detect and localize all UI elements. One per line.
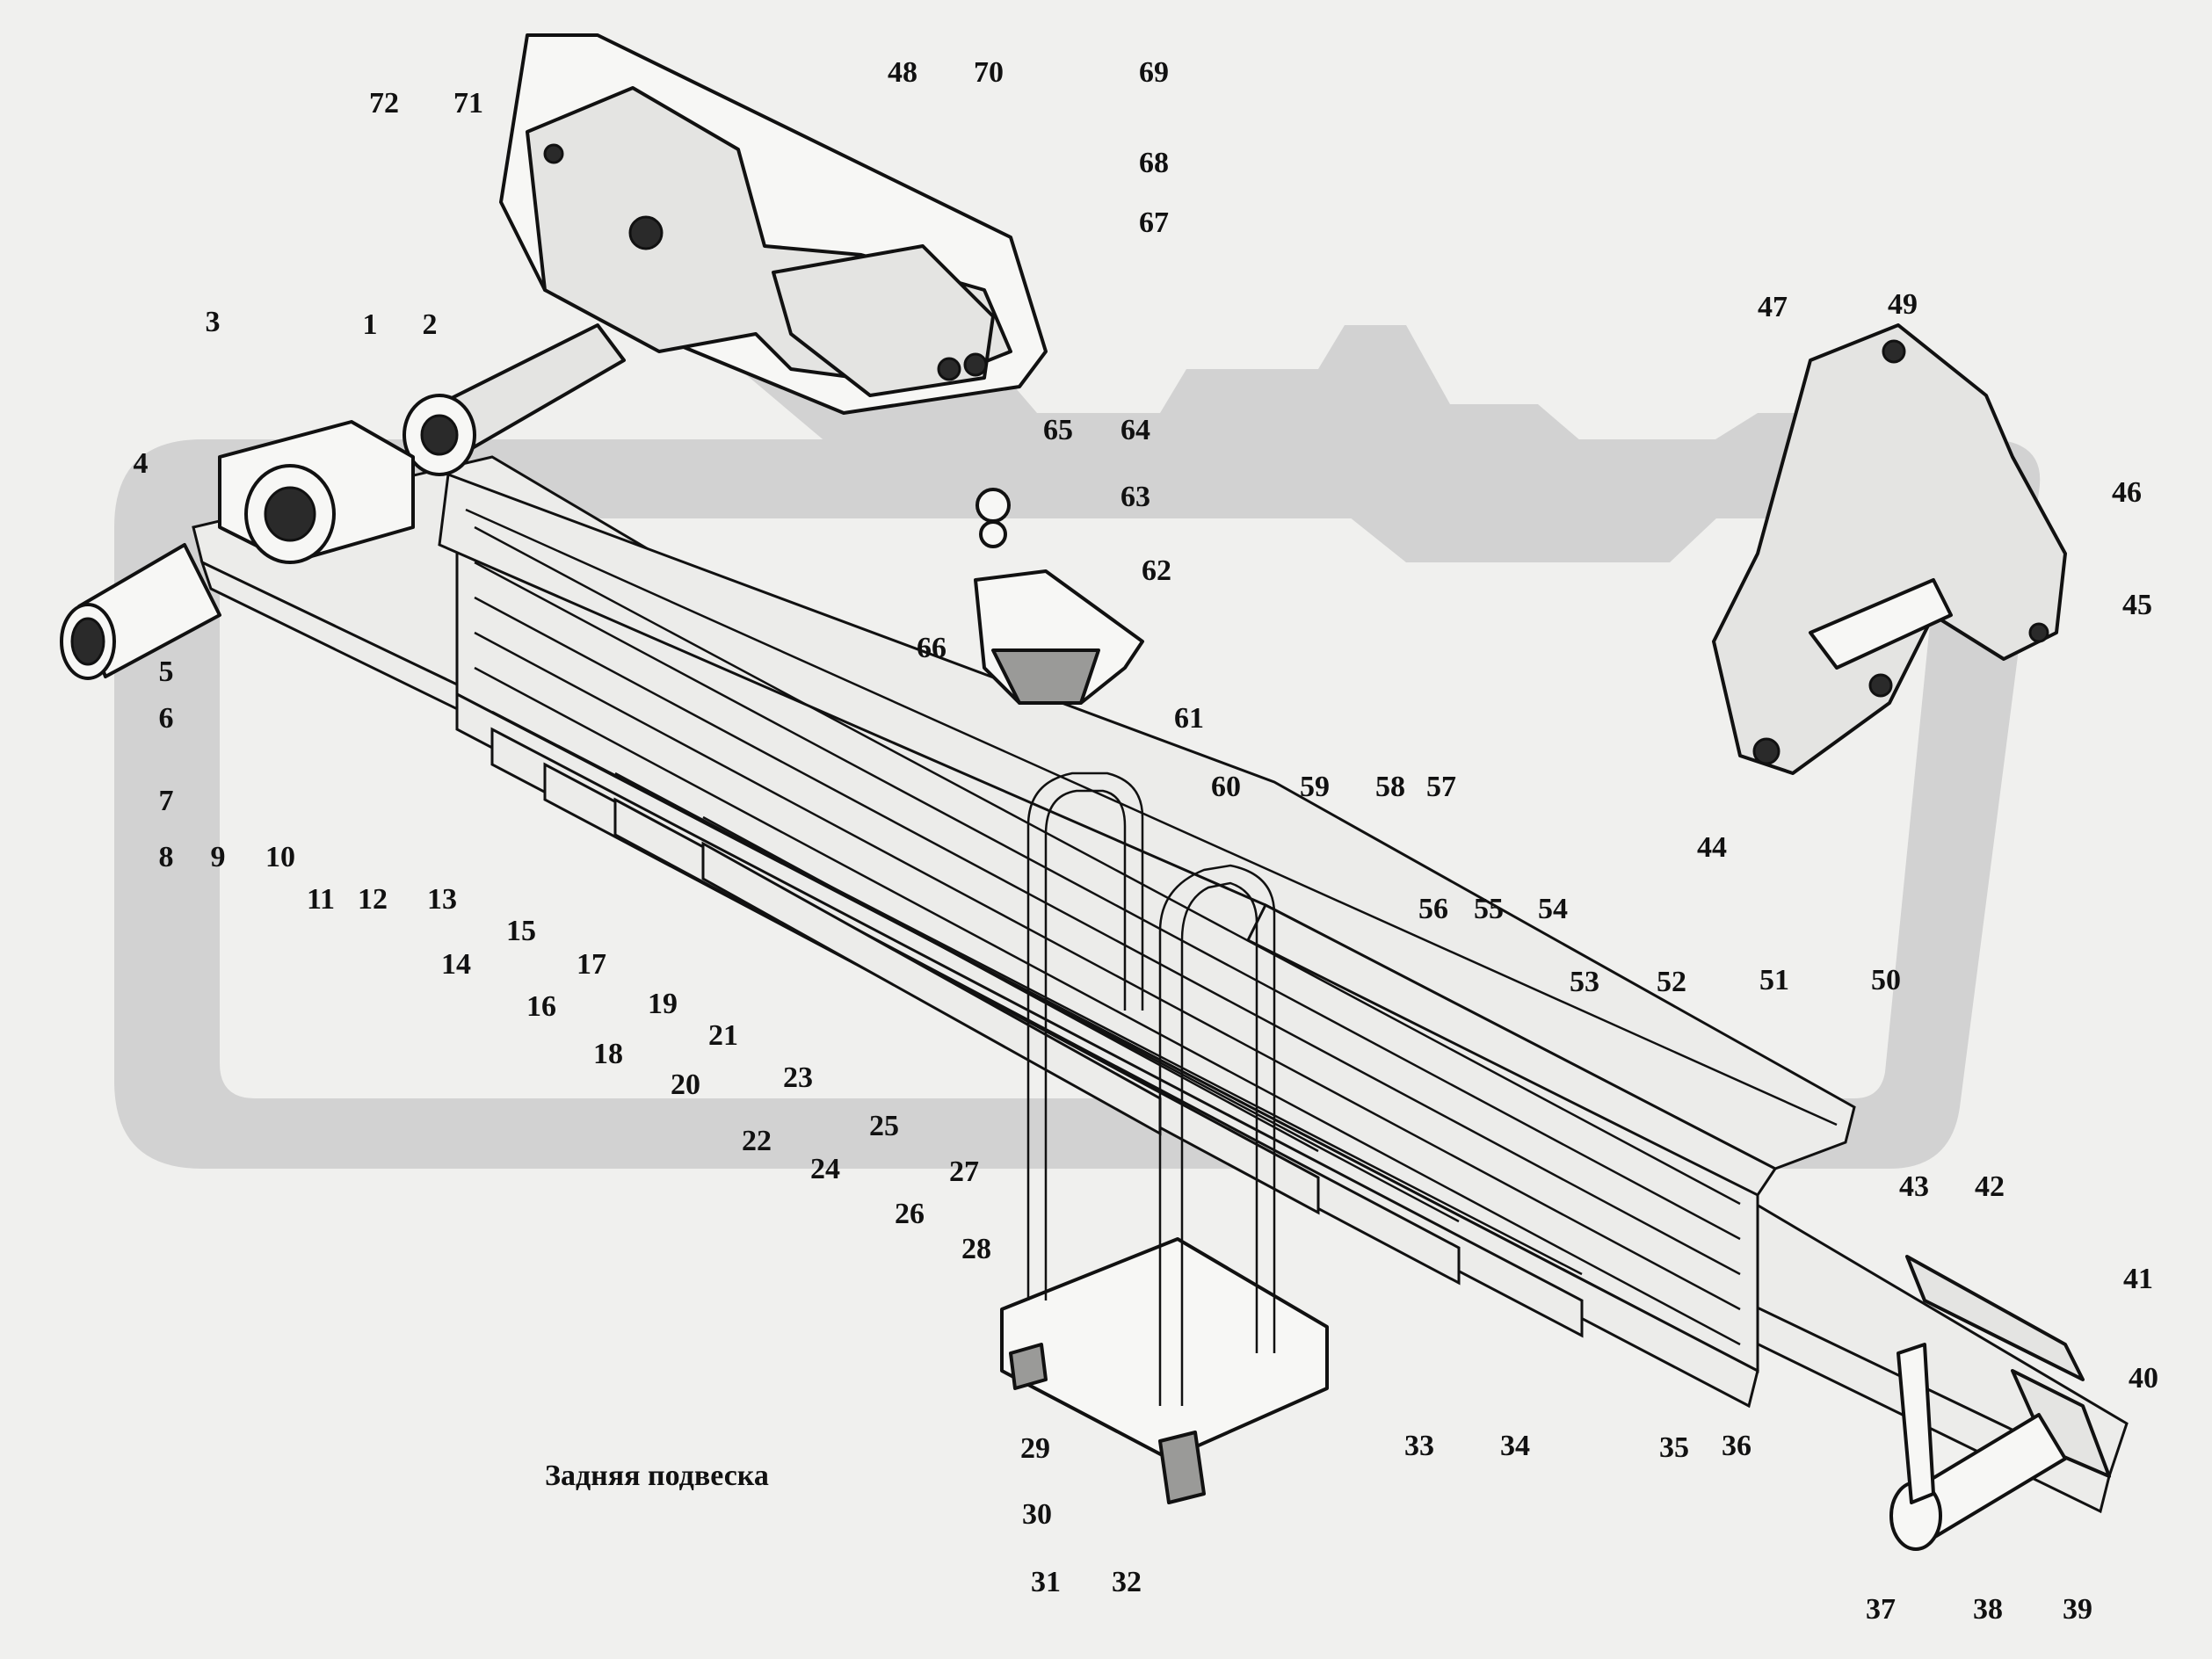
part-label: 50	[1871, 964, 1901, 996]
part-label: 6	[159, 702, 174, 735]
part-label: 27	[949, 1156, 979, 1188]
part-label: 4	[134, 447, 149, 480]
part-label: 58	[1375, 771, 1405, 803]
part-label: 65	[1043, 414, 1073, 446]
part-label: 24	[810, 1153, 840, 1185]
part-label: 31	[1031, 1566, 1061, 1598]
part-label: 2	[423, 308, 438, 341]
part-label: 71	[453, 87, 483, 120]
part-label: 49	[1888, 288, 1918, 321]
part-label: 40	[2129, 1362, 2158, 1395]
part-label: 64	[1121, 414, 1150, 446]
front-spring-bracket	[403, 33, 1048, 476]
part-label: 25	[869, 1110, 899, 1142]
part-label: 42	[1975, 1170, 2005, 1203]
part-label: 33	[1404, 1430, 1434, 1462]
part-label: 1	[363, 308, 378, 341]
part-label: 57	[1426, 771, 1456, 803]
part-label: 41	[2123, 1263, 2153, 1295]
part-label: 54	[1538, 893, 1568, 925]
part-label: 62	[1142, 554, 1171, 587]
part-label: 53	[1570, 966, 1599, 998]
part-label: 26	[895, 1198, 925, 1230]
part-label: 18	[593, 1038, 623, 1070]
part-label: 60	[1211, 771, 1241, 803]
diagram-caption: Задняя подвеска	[545, 1460, 769, 1492]
part-label: 20	[671, 1069, 700, 1101]
part-label: 44	[1697, 831, 1727, 864]
part-label: 46	[2112, 476, 2142, 509]
part-label: 37	[1866, 1593, 1896, 1626]
front-spring-eye	[60, 420, 415, 680]
part-label: 39	[2063, 1593, 2092, 1626]
part-labels: 1 2 3 4 5 6 7 8 9 10 11 12 13 14 15 16 1…	[134, 56, 2159, 1626]
part-label: 3	[206, 306, 221, 338]
part-label: 67	[1139, 206, 1169, 239]
part-label: 72	[369, 87, 399, 120]
part-label: 48	[888, 56, 917, 89]
part-label: 22	[742, 1125, 772, 1157]
part-label: 61	[1174, 702, 1204, 735]
part-label: 47	[1758, 291, 1788, 323]
part-label: 36	[1722, 1430, 1751, 1462]
part-label: 5	[159, 656, 174, 688]
part-label: 9	[211, 841, 226, 873]
part-label: 56	[1418, 893, 1448, 925]
part-label: 23	[783, 1061, 813, 1094]
rear-shackle	[1889, 1255, 2111, 1551]
part-label: 68	[1139, 147, 1169, 179]
part-label: 35	[1659, 1431, 1689, 1464]
part-label: 10	[265, 841, 295, 873]
part-label: 66	[917, 632, 946, 664]
part-label: 52	[1657, 966, 1686, 998]
part-label: 14	[441, 948, 471, 981]
part-label: 43	[1899, 1170, 1929, 1203]
part-label: 30	[1022, 1498, 1052, 1531]
part-label: 16	[526, 990, 556, 1023]
part-label: 12	[358, 883, 388, 916]
part-label: 21	[708, 1019, 738, 1052]
part-label: 15	[506, 915, 536, 947]
rear-spring-bracket	[1712, 323, 2067, 775]
part-label: 51	[1759, 964, 1789, 996]
part-label: 59	[1300, 771, 1330, 803]
part-label: 13	[427, 883, 457, 916]
part-label: 63	[1121, 481, 1150, 513]
part-label: 34	[1500, 1430, 1530, 1462]
part-label: 69	[1139, 56, 1169, 89]
part-label: 7	[159, 785, 174, 817]
bump-stop	[974, 488, 1144, 705]
part-label: 19	[648, 988, 678, 1020]
part-label: 70	[974, 56, 1004, 89]
part-label: 28	[961, 1233, 991, 1265]
part-label: 17	[577, 948, 606, 981]
part-label: 32	[1112, 1566, 1142, 1598]
part-label: 55	[1474, 893, 1504, 925]
part-label: 8	[159, 841, 174, 873]
part-label: 11	[307, 883, 335, 916]
part-label: 45	[2122, 589, 2152, 621]
part-label: 38	[1973, 1593, 2003, 1626]
part-label: 29	[1020, 1432, 1050, 1465]
u-bolt-assembly	[1000, 772, 1329, 1504]
